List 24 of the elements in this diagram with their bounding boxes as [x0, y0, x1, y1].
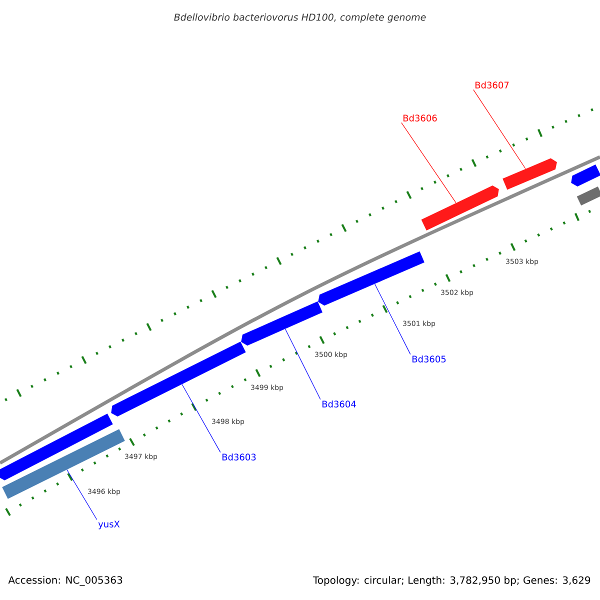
gene-feature — [0, 414, 113, 480]
title: Bdellovibrio bacteriovorus HD100, complete genome — [174, 13, 426, 23]
accession-label: Accession: NC_005363 — [8, 576, 122, 586]
gene-feature — [502, 158, 557, 190]
gene-feature — [2, 429, 125, 499]
gene-label: yusX — [98, 520, 120, 530]
gene-label: Bd3606 — [403, 114, 437, 122]
gene-feature — [111, 342, 246, 416]
gene-label: Bd3604 — [322, 400, 356, 408]
leader-line — [182, 384, 221, 453]
gene-label: Bd3607 — [475, 82, 509, 88]
gene-label: Bd3605 — [412, 356, 446, 362]
leader-line — [284, 328, 321, 400]
gene-label: Bd3603 — [222, 454, 256, 460]
gene-feature — [571, 164, 600, 186]
gene-feature — [576, 186, 600, 206]
leader-line — [374, 284, 411, 355]
leader-line — [401, 122, 456, 204]
genome-stats-label: Topology: circular; Length: 3,782,950 bp; Genes: 3,629 — [312, 576, 590, 586]
gene-feature — [421, 186, 499, 230]
gene-feature — [241, 301, 322, 346]
gene-feature — [318, 251, 424, 306]
leader-line — [66, 469, 98, 520]
leader-line — [473, 89, 526, 170]
